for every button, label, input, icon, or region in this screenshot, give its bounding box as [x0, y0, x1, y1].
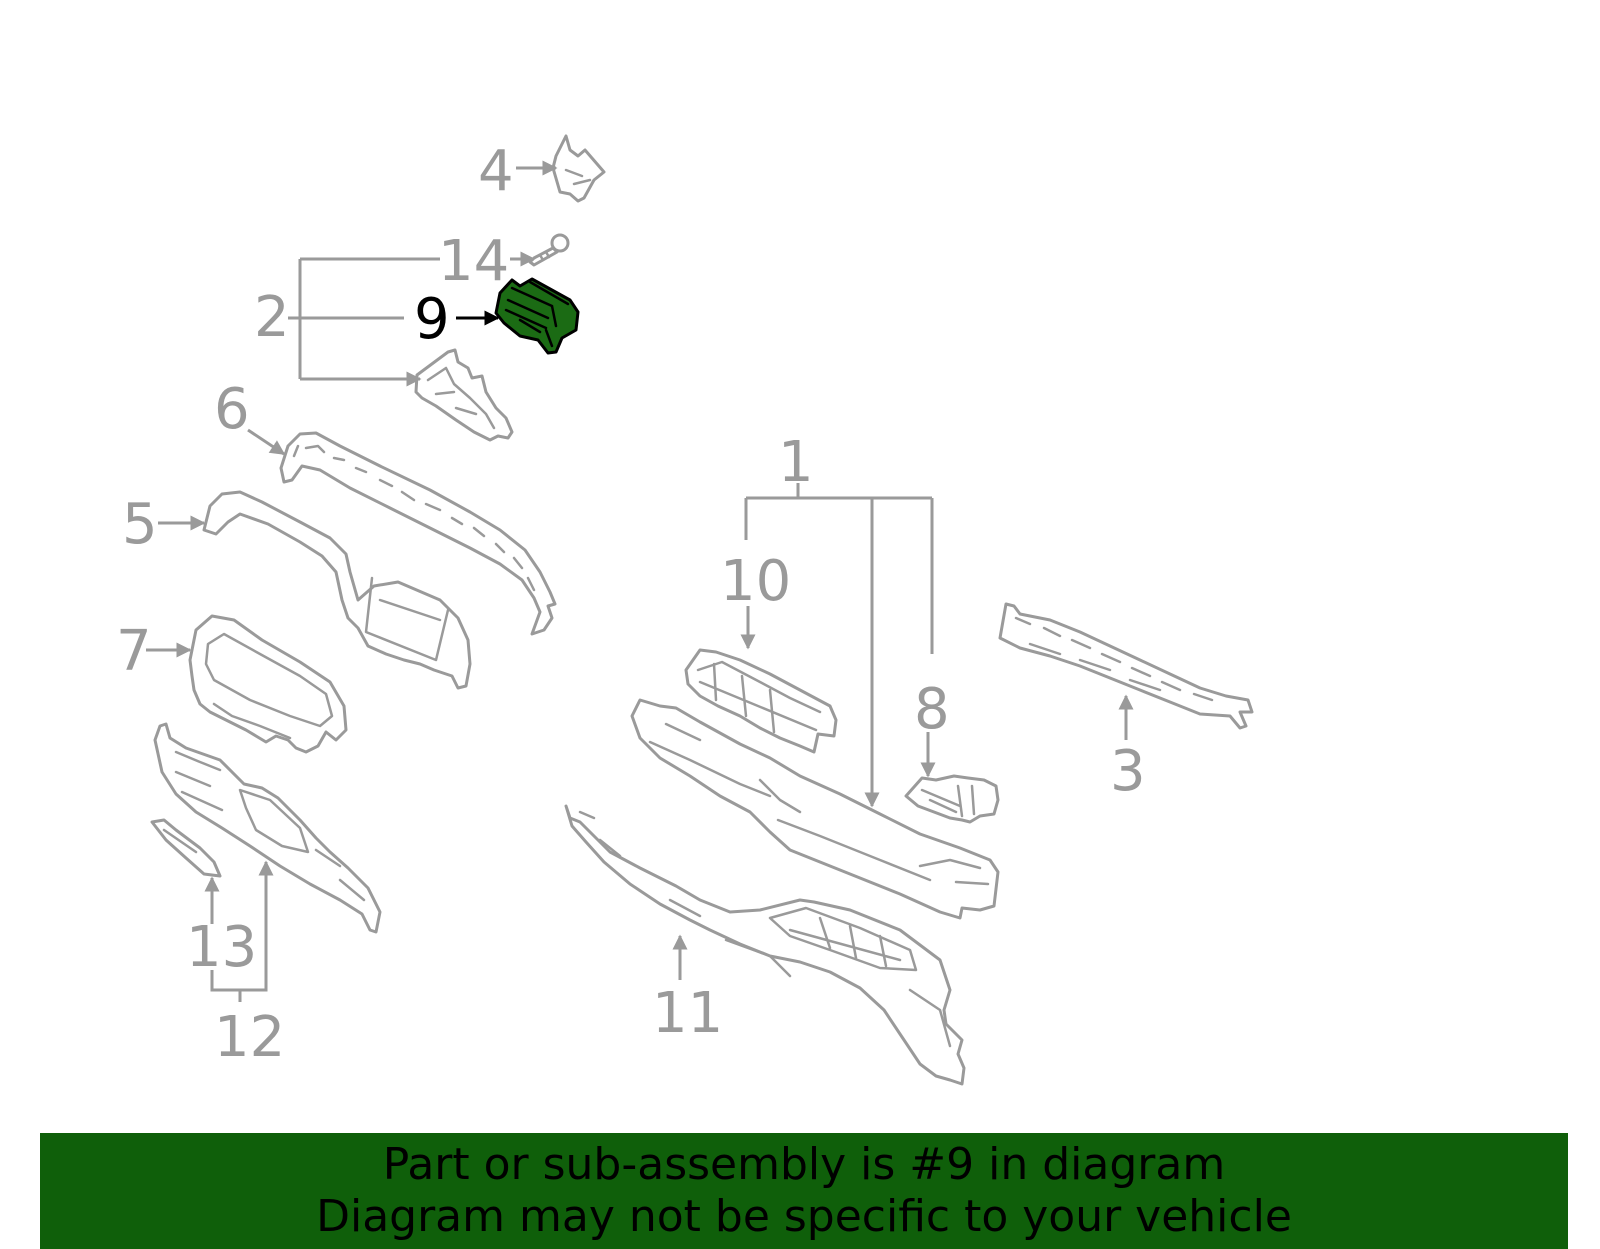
callout-5: 5 [122, 492, 158, 557]
callout-8: 8 [914, 677, 950, 742]
callout-labels: 4 14 2 9 6 5 7 1 10 8 3 11 13 12 [116, 139, 1146, 1070]
part-11-lower-dash [564, 804, 966, 1086]
callout-2: 2 [254, 285, 290, 350]
callout-9: 9 [414, 287, 450, 352]
part-3-right-trim [998, 602, 1254, 730]
callout-12: 12 [214, 1005, 285, 1070]
part-10-center-vent [684, 648, 838, 754]
part-4-bracket [551, 134, 606, 203]
info-banner: Part or sub-assembly is #9 in diagram Di… [40, 1133, 1568, 1249]
part-14-screw [528, 233, 570, 267]
part-8-side-vent [904, 774, 1000, 824]
callout-10: 10 [720, 549, 791, 614]
callout-1: 1 [778, 430, 814, 495]
part-2-bezel [414, 348, 514, 442]
part-13-cover [150, 818, 222, 878]
part-1-dash-body [630, 698, 1000, 920]
callout-4: 4 [478, 139, 514, 204]
leader-6 [247, 428, 286, 456]
part-12-lower-panel [153, 722, 382, 934]
part-6-trim-strip [279, 431, 557, 636]
part-5-dash-panel [202, 490, 472, 690]
callout-3: 3 [1110, 739, 1146, 804]
callout-13: 13 [186, 915, 257, 980]
callout-7: 7 [116, 619, 152, 684]
banner-line-part-info: Part or sub-assembly is #9 in diagram [382, 1139, 1226, 1190]
part-7-instrument-cluster [188, 614, 348, 754]
callout-14: 14 [438, 229, 509, 294]
leader-lines [146, 160, 1134, 1002]
callout-6: 6 [214, 377, 250, 442]
banner-line-disclaimer: Diagram may not be specific to your vehi… [316, 1191, 1292, 1242]
bracket-1 [744, 483, 934, 654]
callout-11: 11 [652, 981, 723, 1046]
